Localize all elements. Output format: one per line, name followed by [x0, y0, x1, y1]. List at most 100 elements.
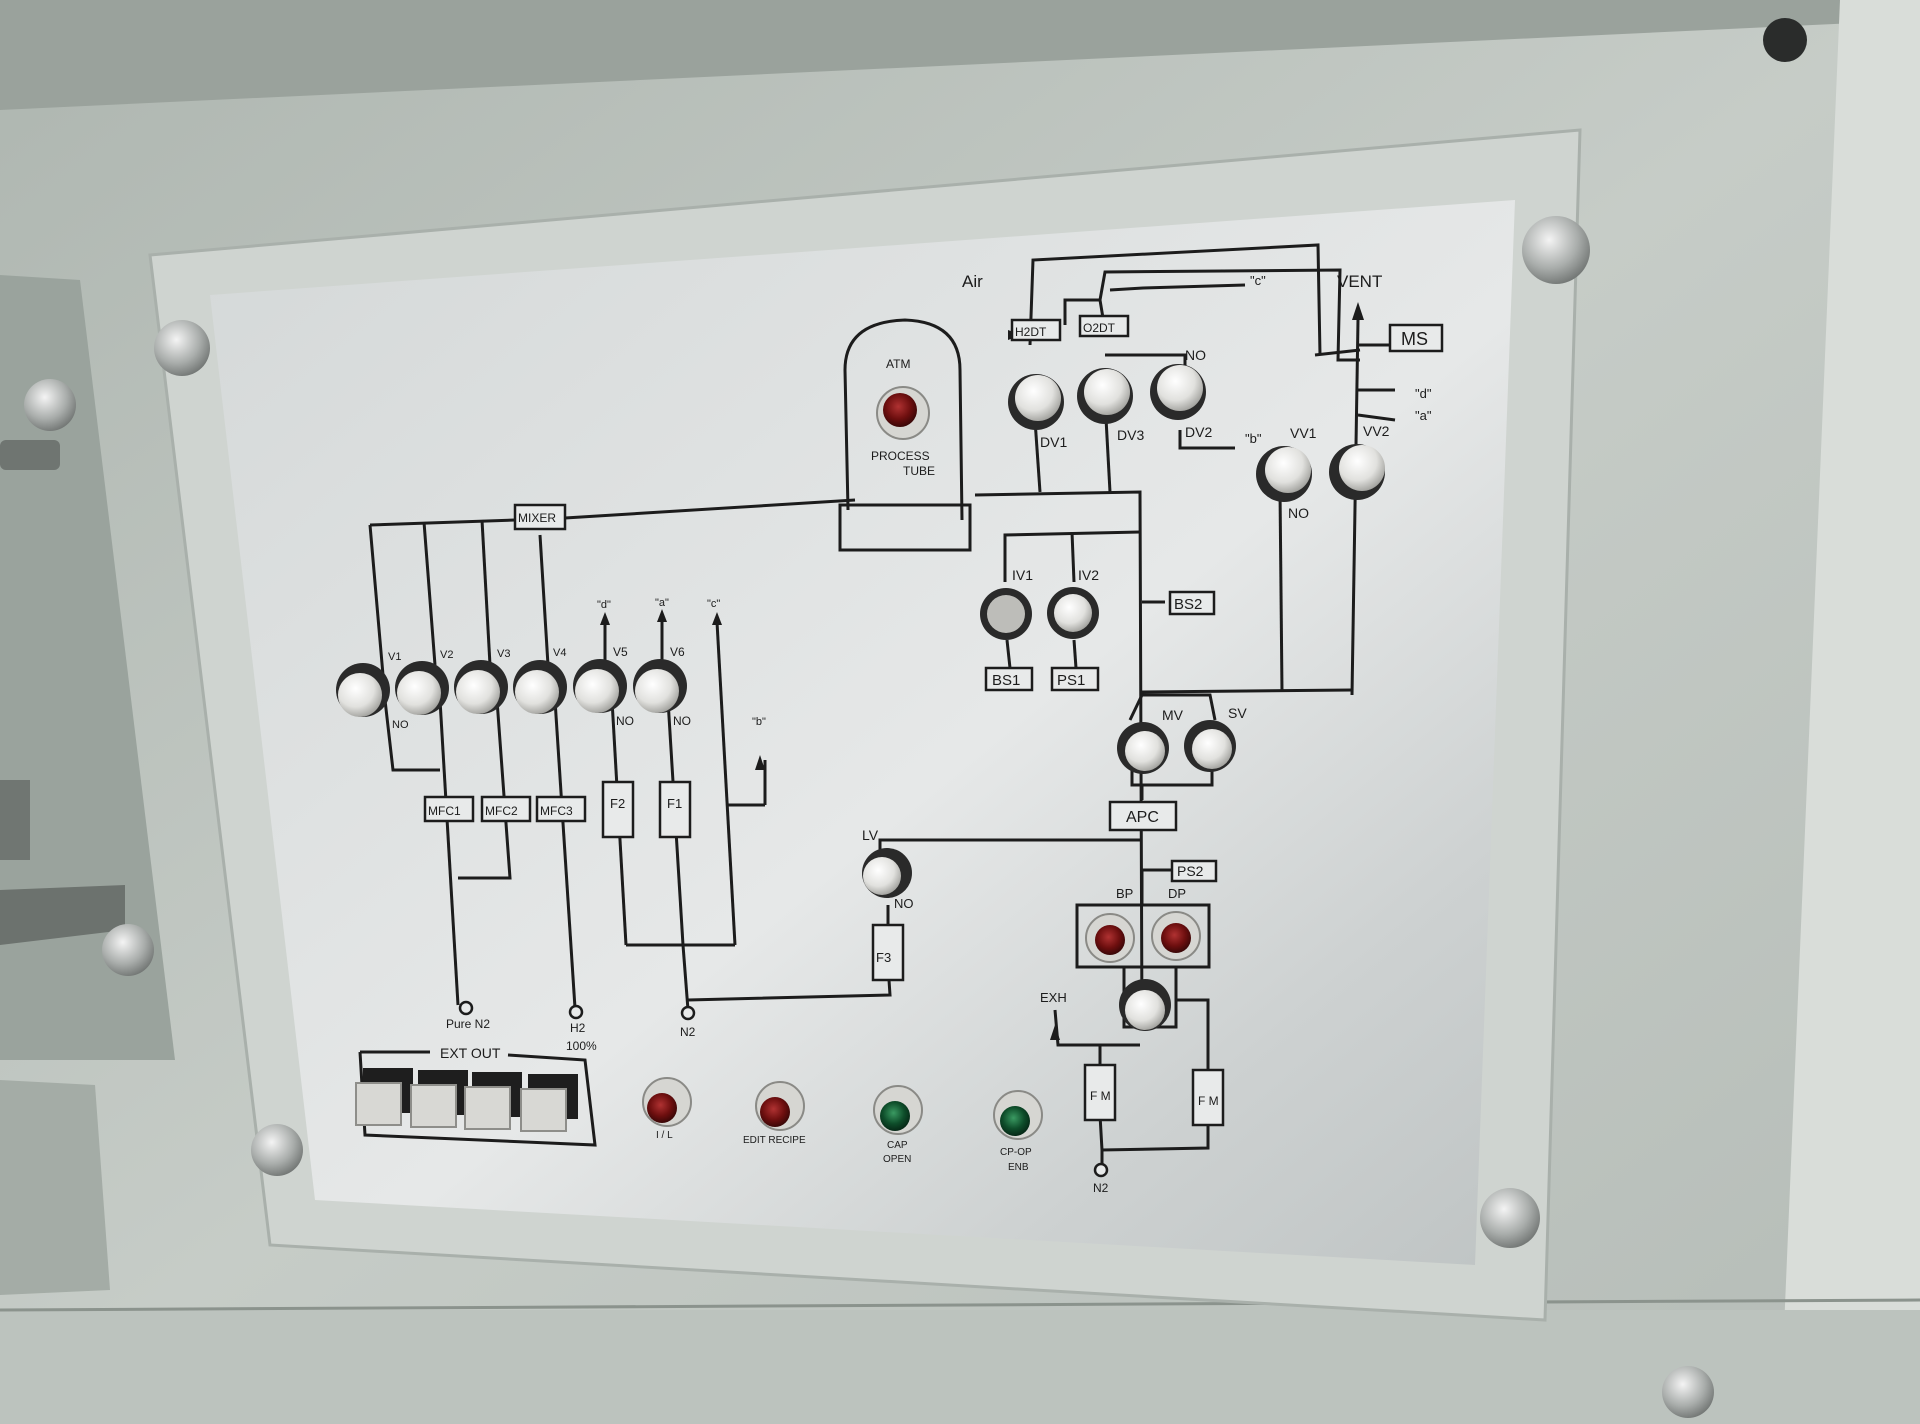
valve-mv-button[interactable]	[1117, 722, 1169, 774]
exhaust-n2-label: N2	[1093, 1181, 1109, 1195]
lv-label: LV	[862, 827, 879, 843]
button-cap[interactable]	[863, 857, 901, 895]
f2-filter	[601, 780, 635, 839]
flow-arrows	[600, 302, 1364, 1040]
fm-left-label: F M	[1090, 1089, 1111, 1103]
apc-box	[1108, 800, 1178, 832]
button-cap[interactable]	[575, 669, 619, 713]
valve-v4-button[interactable]	[513, 660, 567, 714]
h2dt-label: H2DT	[1015, 325, 1047, 339]
button-cap[interactable]	[1054, 594, 1092, 632]
valve-dv1-button[interactable]	[1008, 374, 1064, 430]
button-cap[interactable]	[1084, 369, 1130, 415]
v1-label: V1	[388, 651, 401, 663]
button-cap[interactable]	[1157, 365, 1203, 411]
button-cap[interactable]	[1125, 990, 1165, 1030]
button-cap[interactable]	[456, 670, 500, 714]
ext-out-label: EXT OUT	[440, 1045, 501, 1061]
pure-n2-port	[458, 1000, 474, 1016]
valve-vv2-button[interactable]	[1329, 444, 1385, 500]
button-cap[interactable]	[397, 671, 441, 715]
button-cap[interactable]	[1125, 731, 1165, 771]
iv1-label: IV1	[1012, 567, 1033, 583]
bs1-label: BS1	[992, 672, 1020, 689]
valve-v2-button[interactable]	[395, 661, 449, 715]
valve-dv2-button[interactable]	[1150, 364, 1206, 420]
no-label-vv1: NO	[1288, 505, 1309, 521]
dv2-label: DV2	[1185, 424, 1212, 440]
valve-iv2-button[interactable]	[1047, 587, 1099, 639]
v5-label: V5	[613, 645, 628, 659]
pump-button[interactable]	[1119, 979, 1171, 1031]
left-lower-panel	[0, 1080, 110, 1295]
mfc1-box	[423, 795, 475, 823]
ext-out-buttons	[355, 1068, 578, 1132]
dv3-label: DV3	[1117, 427, 1144, 443]
n2-port	[680, 1005, 696, 1021]
h2-label: H2	[570, 1021, 586, 1035]
arrow-icon	[600, 612, 610, 625]
pure-n2-label: Pure N2	[446, 1017, 490, 1031]
hole-icon	[1763, 18, 1807, 62]
bs2-box	[1168, 590, 1216, 616]
ext-out-button-3[interactable]	[464, 1072, 522, 1130]
o2dt-box	[1078, 314, 1130, 338]
valve-v5-button[interactable]	[573, 659, 627, 713]
cabinet-bottom-seam	[0, 1298, 1920, 1312]
dp-lamp	[1151, 911, 1201, 961]
button-cap[interactable]	[1192, 729, 1232, 769]
screw-icon	[102, 924, 154, 976]
button-cap[interactable]	[515, 670, 559, 714]
quote-d-label-right: "d"	[1415, 386, 1432, 401]
diagram-labels: Air VENT MS H2DT O2DT "c" "d" "a" "b" NO…	[388, 272, 1432, 1195]
fm-right-box	[1191, 1068, 1225, 1127]
f3-filter	[871, 923, 905, 982]
mixer-label: MIXER	[518, 511, 556, 525]
quote-b-label-mid: "b"	[1245, 431, 1262, 446]
left-lever	[0, 885, 125, 945]
vv1-label: VV1	[1290, 425, 1317, 441]
sv-label: SV	[1228, 705, 1247, 721]
button-cap[interactable]	[338, 673, 382, 717]
valve-iv1-button[interactable]	[980, 588, 1032, 640]
enb-label: ENB	[1008, 1162, 1029, 1173]
vent-label: VENT	[1337, 272, 1382, 291]
valve-lv-button[interactable]	[862, 848, 912, 898]
valve-v3-button[interactable]	[454, 660, 508, 714]
valve-v6-button[interactable]	[633, 659, 687, 713]
atm-lamp	[876, 386, 930, 440]
screw-icon	[154, 320, 210, 376]
ps1-box	[1050, 666, 1100, 692]
valve-sv-button[interactable]	[1184, 720, 1236, 772]
quote-c-label-left: "c"	[707, 598, 720, 610]
ext-out-button-1[interactable]	[355, 1068, 413, 1126]
quote-a-label-right: "a"	[1415, 408, 1432, 423]
button-cap[interactable]	[987, 595, 1025, 633]
fm-left-box	[1083, 1063, 1117, 1122]
mfc3-label: MFC3	[540, 804, 573, 818]
button-cap[interactable]	[1015, 375, 1061, 421]
ext-out-button-2[interactable]	[410, 1070, 468, 1128]
button-cap[interactable]	[1265, 447, 1311, 493]
cp-op-label: CP-OP	[1000, 1147, 1032, 1158]
edit-recipe-label: EDIT RECIPE	[743, 1135, 806, 1146]
valve-dv3-button[interactable]	[1077, 368, 1133, 424]
v6-label: V6	[670, 645, 685, 659]
button-cap[interactable]	[1339, 445, 1385, 491]
f1-label: F1	[667, 796, 682, 811]
mv-label: MV	[1162, 707, 1184, 723]
screw-icon	[1480, 1188, 1540, 1248]
screw-icon	[1662, 1366, 1714, 1418]
valve-v1-button[interactable]	[336, 663, 390, 717]
ext-out-button-4[interactable]	[520, 1074, 578, 1132]
ms-box	[1388, 323, 1444, 353]
no-label-dv2: NO	[1185, 347, 1206, 363]
cap-label: CAP	[887, 1140, 908, 1151]
valve-vv1-button[interactable]	[1256, 446, 1312, 502]
atm-label: ATM	[886, 357, 910, 371]
left-latch	[0, 780, 30, 860]
button-cap[interactable]	[635, 669, 679, 713]
edit-recipe-lamp	[755, 1081, 805, 1131]
dv1-label: DV1	[1040, 434, 1067, 450]
